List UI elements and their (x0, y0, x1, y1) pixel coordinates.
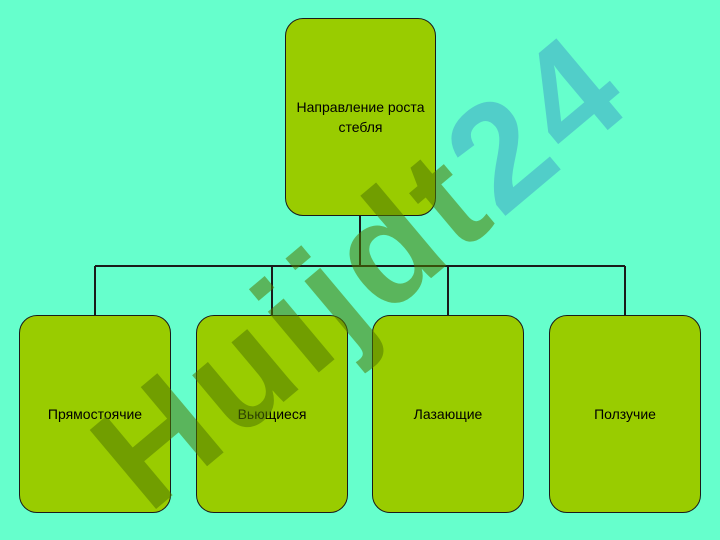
child-node-label: Прямостоячие (47, 406, 143, 422)
child-node-twining: Вьющиеся (196, 315, 348, 513)
root-node-label: Направление роста стебля (296, 99, 425, 135)
child-node-upright: Прямостоячие (19, 315, 171, 513)
child-node-label: Вьющиеся (237, 406, 307, 422)
child-node-creeping: Ползучие (549, 315, 701, 513)
root-node: Направление роста стебля (285, 18, 436, 216)
child-node-climbing: Лазающие (372, 315, 524, 513)
child-node-label: Ползучие (594, 406, 656, 422)
child-node-label: Лазающие (413, 406, 483, 422)
